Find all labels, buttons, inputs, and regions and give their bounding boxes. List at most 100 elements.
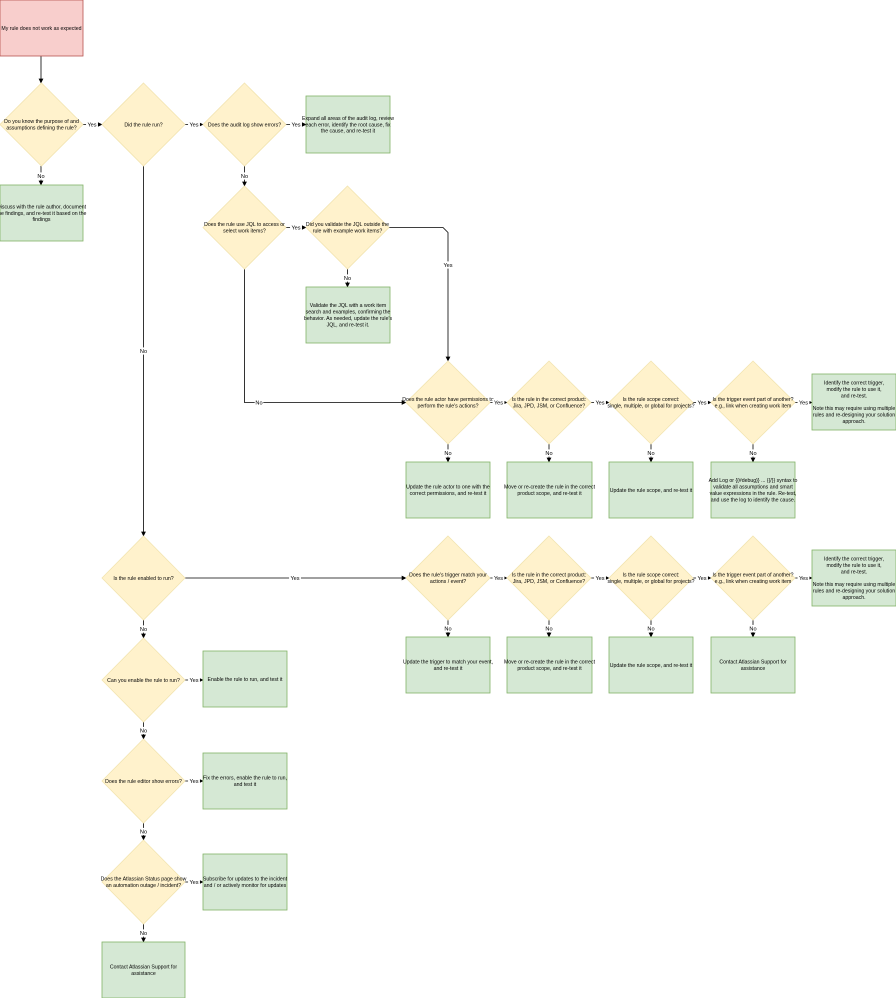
edge-label-background: [188, 120, 200, 129]
decision-node: Is the rule scope correct:single, multip…: [607, 360, 695, 445]
node-text-line: Expand all areas of the audit log, revie…: [302, 116, 394, 122]
edge-label-background: [646, 449, 656, 457]
node-text-line: Is the trigger event part of another?: [712, 573, 793, 579]
decision-node: Does the rule actor have permissions top…: [402, 360, 494, 445]
decision-node: Does the rule editor show errors?: [101, 738, 186, 824]
decision-shape: [305, 185, 390, 270]
edge-label: No: [545, 451, 552, 457]
node-text-line: each error, identify the root cause, fix: [305, 122, 390, 128]
edge-label-background: [139, 827, 148, 836]
node-text-line: My rule does not work as expected: [1, 26, 81, 32]
action-shape: [202, 752, 288, 810]
action-node: Discuss with the rule author, documentth…: [0, 184, 87, 242]
action-shape: [202, 853, 288, 911]
edge-label: Yes: [87, 123, 96, 129]
edge-label: No: [647, 451, 654, 457]
action-node: Update the trigger to match your event,a…: [403, 636, 493, 694]
edge-label-background: [748, 449, 758, 457]
action-node: Expand all areas of the audit log, revie…: [302, 95, 394, 154]
decision-node: Do you know the purpose of andassumption…: [0, 82, 84, 167]
edge-label-background: [797, 574, 810, 582]
node-text-line: Does the rule's trigger match your: [409, 573, 487, 579]
edge-label-background: [492, 398, 505, 407]
node-text-line: Is the rule in the correct product:: [512, 397, 586, 403]
action-node: Enable the rule to run, and test it: [202, 650, 288, 708]
edge-label-background: [646, 624, 656, 633]
node-text-line: rule with example work items?: [313, 229, 383, 235]
node-text-line: Is the rule enabled to run?: [113, 576, 173, 582]
node-text-line: Is the rule scope correct:: [623, 573, 680, 579]
edge-label-background: [188, 676, 200, 684]
action-shape: [101, 941, 186, 998]
node-text-line: Update the rule actor to one with the: [406, 485, 490, 491]
node-text-line: and use the log to identify the cause.: [711, 497, 796, 503]
node-text-line: select work items?: [223, 229, 266, 235]
node-text-line: Is the rule in the correct product:: [512, 573, 586, 579]
node-text-line: and re-test.: [841, 569, 867, 575]
action-node: Update the rule scope, and re-test it: [608, 636, 694, 694]
node-text-line: Contact Atlassian Support for: [110, 965, 177, 971]
node-text-line: Validate the JQL with a work item: [310, 303, 386, 309]
decision-shape: [202, 82, 287, 167]
action-shape: [0, 184, 84, 242]
edge-label: Yes: [494, 576, 503, 582]
node-text-line: Did the rule run?: [124, 122, 162, 128]
decision-shape: [710, 535, 796, 621]
action-node: Move or re-create the rule in the correc…: [504, 461, 596, 519]
node-text-line: Update the rule scope, and re-test it: [610, 663, 693, 669]
edge-label: No: [344, 276, 351, 282]
decision-node: Is the rule enabled to run?: [101, 535, 186, 621]
decision-node: Is the rule in the correct product:Jira,…: [506, 535, 592, 621]
decision-node: Is the rule in the correct product:Jira,…: [506, 360, 592, 445]
node-text-line: single, multiple, or global for projects…: [607, 579, 694, 585]
action-shape: [608, 461, 694, 519]
decision-shape: [101, 535, 186, 621]
action-shape: [608, 636, 694, 694]
node-text-line: assistance: [741, 666, 766, 672]
action-shape: [811, 549, 896, 607]
node-text-line: assumptions defining the rule?: [6, 126, 76, 132]
node-text-line: Does the rule use JQL to access or: [204, 222, 285, 228]
decision-node: Does the rule use JQL to access orselect…: [202, 185, 287, 270]
edge-label: Yes: [290, 576, 299, 582]
edge-label-background: [36, 172, 46, 180]
node-text-line: Move or re-create the rule in the correc…: [504, 660, 596, 666]
node-text-line: Fix the errors, enable the rule to run,: [203, 776, 287, 782]
decision-node: Is the rule scope correct:single, multip…: [607, 535, 695, 621]
node-text-line: product scope, and re-test it: [517, 666, 582, 672]
edge-label: No: [241, 174, 248, 180]
edge-label: No: [140, 729, 147, 735]
edge-label-background: [696, 574, 708, 582]
decision-shape: [0, 82, 84, 167]
action-node: Validate the JQL with a work itemsearch …: [304, 286, 392, 344]
action-shape: [710, 461, 796, 519]
edge-label: Yes: [291, 226, 300, 232]
edge-label: No: [140, 349, 147, 355]
edge-label-background: [139, 347, 148, 355]
action-shape: [202, 650, 288, 708]
node-text-line: Does the audit log show errors?: [208, 122, 281, 128]
node-text-line: e.g., link when creating work item: [715, 404, 792, 410]
start-shape: [0, 0, 84, 57]
node-text-line: behavior. As needed, update the rule's: [304, 316, 392, 322]
action-shape: [405, 636, 491, 694]
edge-label: No: [140, 931, 147, 937]
node-text-line: Identify the correct trigger,: [824, 381, 884, 387]
node-text-line: Add Log or {{#debug}} ... {{/}} syntax t…: [709, 478, 798, 484]
decision-shape: [405, 535, 491, 621]
decision-shape: [101, 82, 186, 167]
action-node: Move or re-create the rule in the correc…: [504, 636, 596, 694]
edge-label-background: [139, 929, 148, 937]
node-text-line: and / or actively monitor for updates: [204, 883, 287, 889]
connector-arrow: [244, 269, 407, 405]
node-text-line: single, multiple, or global for projects…: [607, 404, 694, 410]
node-text-line: Contact Atlassian Support for: [719, 660, 786, 666]
edge-label: No: [647, 627, 654, 633]
edge-label: No: [749, 451, 756, 457]
decision-shape: [608, 535, 694, 621]
